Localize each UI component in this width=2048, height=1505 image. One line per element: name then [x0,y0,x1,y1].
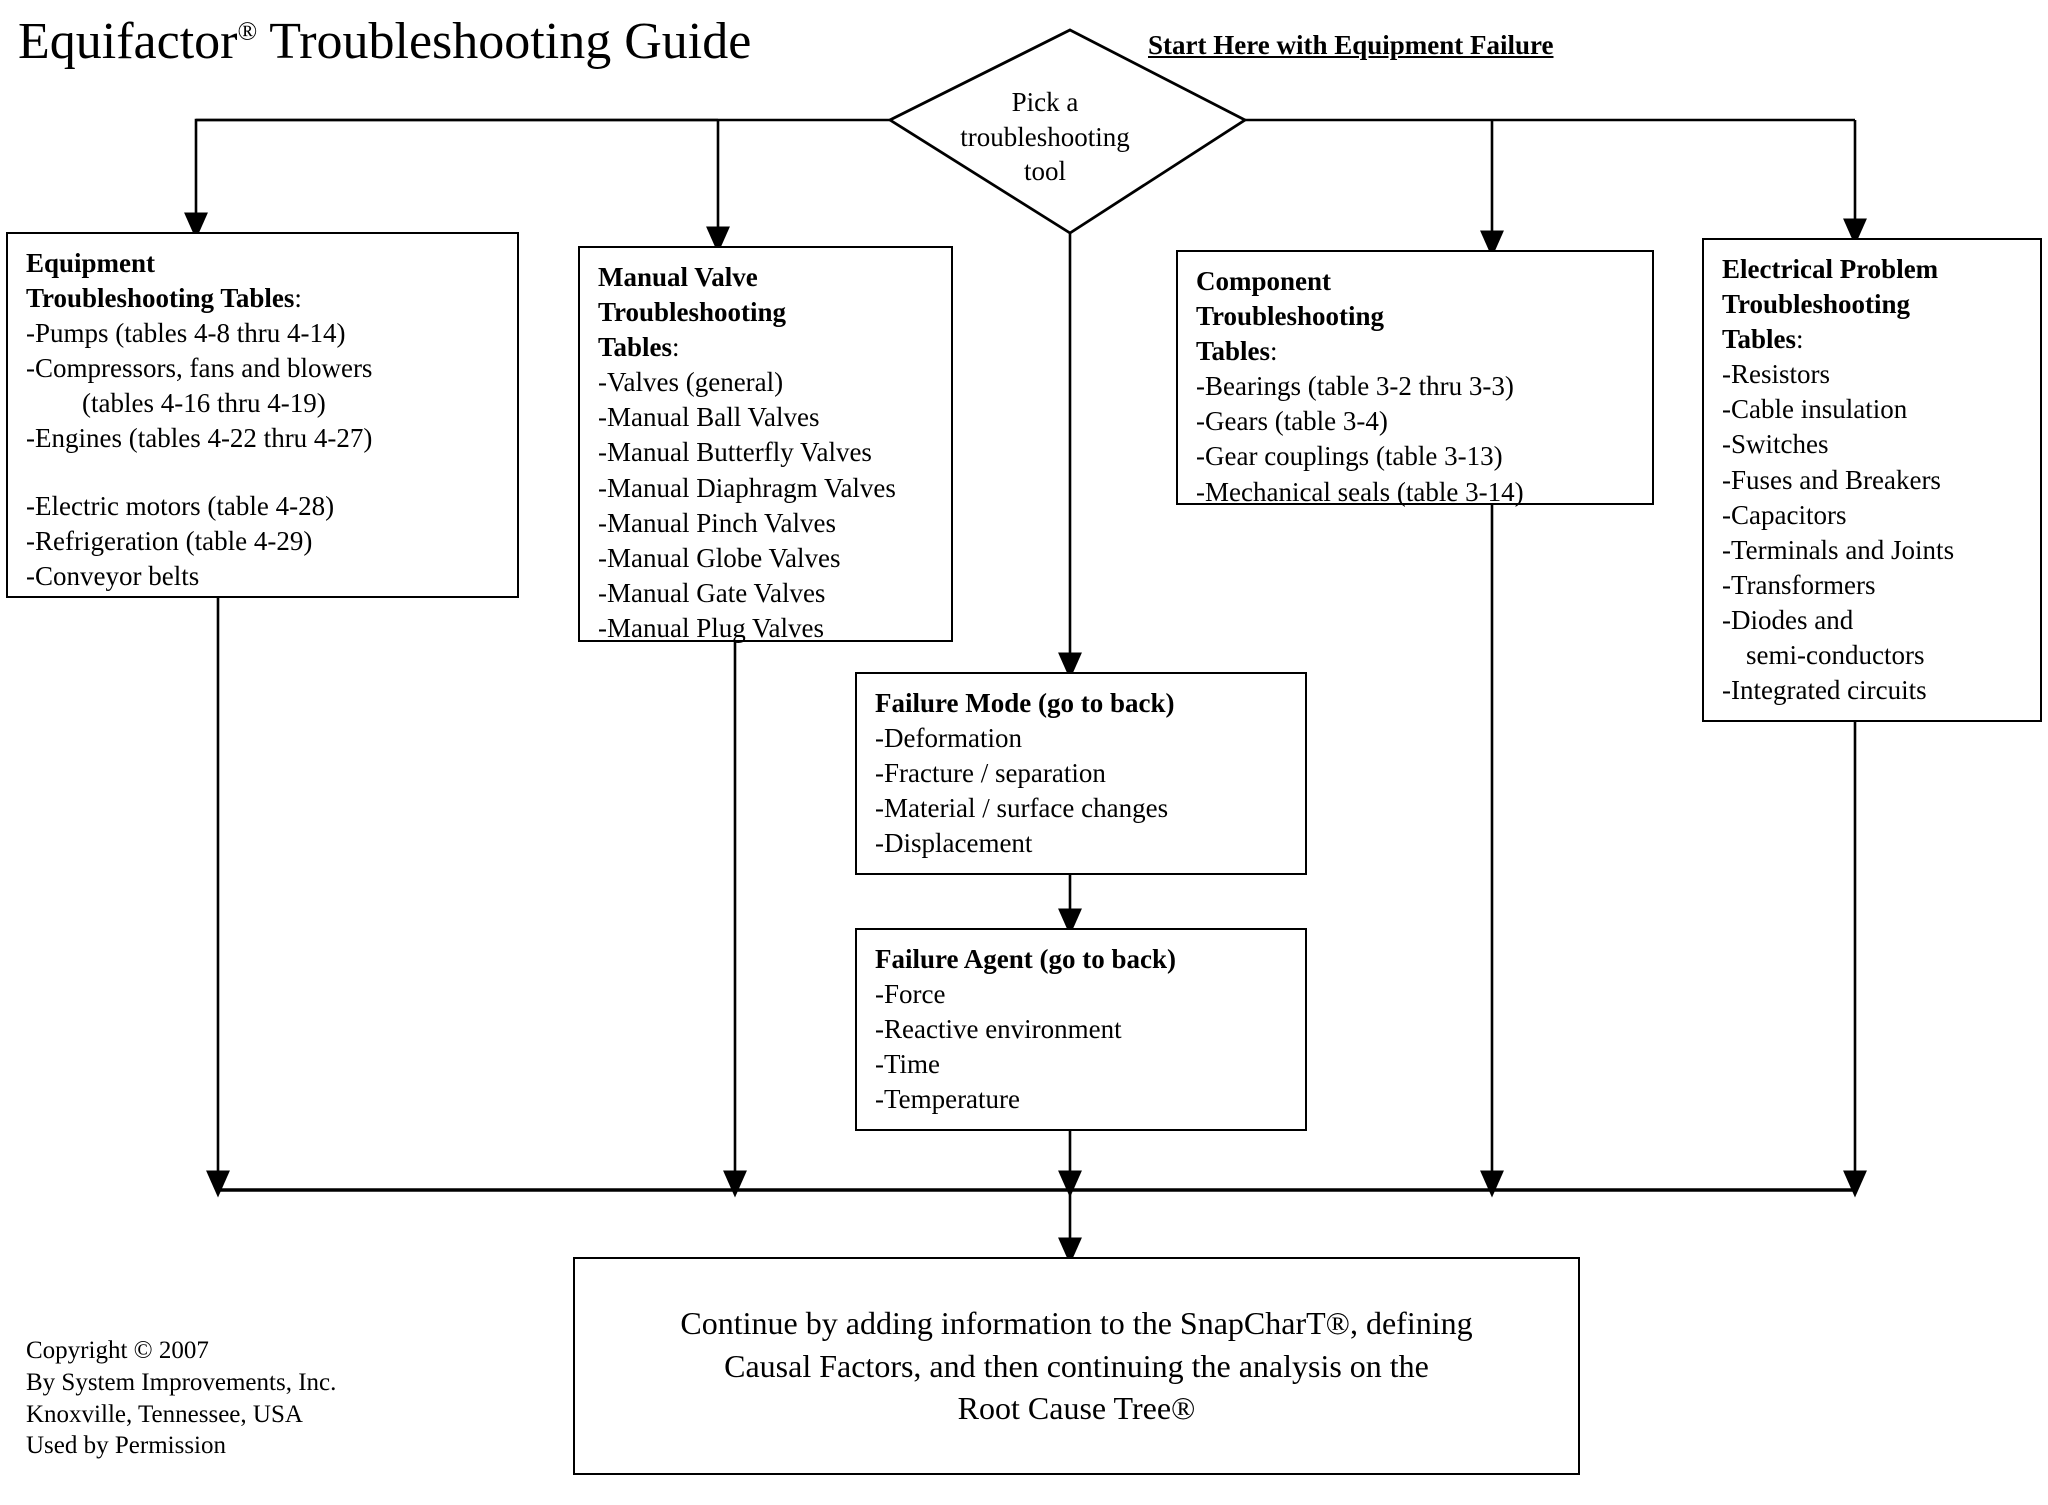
copyright-block: Copyright © 2007 By System Improvements,… [26,1335,336,1462]
failure-mode-box[interactable]: Failure Mode (go to back) -Deformation -… [855,672,1307,875]
equipment-box-content: Equipment Troubleshooting Tables: -Pumps… [8,234,517,600]
failure-mode-item-3: -Displacement [875,828,1033,859]
equipment-item-5: -Refrigeration (table 4-29) [26,525,313,556]
manual-valve-heading-line-2: Troubleshooting [598,297,787,328]
failure-mode-item-2: -Material / surface changes [875,793,1169,824]
equipment-heading-line-1: Equipment [26,248,156,278]
page-title-main: Equifactor [18,13,238,70]
electrical-item-3: -Fuses and Breakers [1722,464,1941,495]
electrical-item-2: -Switches [1722,429,1829,460]
component-item-2: -Gear couplings (table 3-13) [1196,441,1503,472]
electrical-item-1: -Cable insulation [1722,394,1908,425]
failure-agent-box[interactable]: Failure Agent (go to back) -Force -React… [855,928,1307,1131]
failure-agent-item-2: -Time [875,1049,941,1080]
page-title: Equifactor® Troubleshooting Guide [18,12,751,71]
failure-mode-item-1: -Fracture / separation [875,758,1106,789]
manual-valve-item-4: -Manual Pinch Valves [598,507,836,538]
continue-line-3: Root Cause Tree® [957,1390,1196,1427]
manual-valve-box-content: Manual Valve Troubleshooting Tables: -Va… [580,248,951,652]
electrical-item-6: -Transformers [1722,569,1876,600]
component-heading-line-2: Troubleshooting [1196,301,1385,332]
decision-line-3: tool [1023,156,1066,187]
electrical-heading-line-3: Tables: [1722,322,2026,357]
manual-valve-item-7: -Manual Plug Valves [598,612,824,643]
manual-valve-heading-colon: : [672,332,680,363]
component-item-1: -Gears (table 3-4) [1196,406,1388,437]
equipment-item-4: -Electric motors (table 4-28) [26,490,335,521]
electrical-item-8: semi-conductors [1746,640,1925,671]
failure-mode-heading: Failure Mode (go to back) [875,688,1175,718]
component-heading-line-1: Component [1196,266,1332,296]
electrical-item-5: -Terminals and Joints [1722,534,1955,565]
manual-valve-item-0: -Valves (general) [598,367,784,398]
copyright-line-3: Knoxville, Tennessee, USA [26,1400,303,1428]
equipment-item-0: -Pumps (tables 4-8 thru 4-14) [26,318,346,349]
electrical-item-9: -Integrated circuits [1722,675,1927,706]
equipment-heading-text: Troubleshooting Tables [26,283,295,314]
manual-valve-heading-line-3: Tables: [598,330,937,365]
failure-agent-heading: Failure Agent (go to back) [875,944,1176,974]
electrical-item-4: -Capacitors [1722,499,1847,530]
electrical-box-content: Electrical Problem Troubleshooting Table… [1704,240,2040,714]
electrical-heading-line-1: Electrical Problem [1722,254,1939,284]
continue-line-2: Causal Factors, and then continuing the … [724,1347,1429,1384]
component-troubleshooting-box[interactable]: Component Troubleshooting Tables: -Beari… [1176,250,1654,507]
component-heading-text: Tables [1196,336,1271,367]
manual-valve-item-3: -Manual Diaphragm Valves [598,472,896,503]
manual-valve-item-5: -Manual Globe Valves [598,542,841,573]
electrical-heading-text: Tables [1722,324,1797,355]
equipment-heading-line-2: Troubleshooting Tables: [26,281,503,316]
continue-line-1: Continue by adding information to the Sn… [680,1305,1473,1342]
manual-valve-heading-text: Tables [598,332,673,363]
continue-analysis-box[interactable]: Continue by adding information to the Sn… [573,1257,1580,1475]
copyright-line-4: Used by Permission [26,1432,226,1460]
electrical-item-7: -Diodes and [1722,604,1854,635]
registered-mark-icon: ® [237,16,258,46]
electrical-heading-line-2: Troubleshooting [1722,289,1911,320]
start-here-label: Start Here with Equipment Failure [1148,30,1554,60]
copyright-line-1: Copyright © 2007 [26,1337,209,1364]
manual-valve-item-6: -Manual Gate Valves [598,577,826,608]
equipment-heading-colon: : [294,283,302,314]
component-item-3: -Mechanical seals (table 3-14) [1196,476,1524,507]
electrical-item-0: -Resistors [1722,359,1830,390]
component-heading-colon: : [1270,336,1278,367]
manual-valve-heading-line-1: Manual Valve [598,262,758,292]
manual-valve-item-2: -Manual Butterfly Valves [598,437,872,468]
manual-valve-item-1: -Manual Ball Valves [598,402,820,433]
component-item-0: -Bearings (table 3-2 thru 3-3) [1196,371,1514,402]
continue-box-content: Continue by adding information to the Sn… [575,1302,1578,1430]
decision-line-2: troubleshooting [960,121,1130,152]
failure-agent-box-content: Failure Agent (go to back) -Force -React… [857,930,1305,1123]
decision-diamond-label: Pick a troubleshooting tool [920,85,1170,189]
failure-agent-item-3: -Temperature [875,1084,1021,1115]
equipment-item-3: -Engines (tables 4-22 thru 4-27) [26,423,373,454]
decision-line-1: Pick a [1011,87,1079,117]
failure-agent-item-1: -Reactive environment [875,1014,1122,1045]
equipment-troubleshooting-box[interactable]: Equipment Troubleshooting Tables: -Pumps… [6,232,519,598]
equipment-item-2: (tables 4-16 thru 4-19) [82,388,326,419]
electrical-heading-colon: : [1796,324,1804,355]
failure-mode-item-0: -Deformation [875,723,1022,754]
copyright-line-2: By System Improvements, Inc. [26,1368,337,1396]
equipment-item-6: -Conveyor belts [26,560,200,591]
page-title-rest: Troubleshooting Guide [257,13,752,70]
component-heading-line-3: Tables: [1196,334,1638,369]
electrical-troubleshooting-box[interactable]: Electrical Problem Troubleshooting Table… [1702,238,2042,722]
equipment-gap [26,457,503,489]
equipment-item-1: -Compressors, fans and blowers [26,353,373,384]
failure-agent-item-0: -Force [875,979,946,1010]
manual-valve-troubleshooting-box[interactable]: Manual Valve Troubleshooting Tables: -Va… [578,246,953,643]
component-box-content: Component Troubleshooting Tables: -Beari… [1178,252,1652,516]
failure-mode-box-content: Failure Mode (go to back) -Deformation -… [857,674,1305,867]
